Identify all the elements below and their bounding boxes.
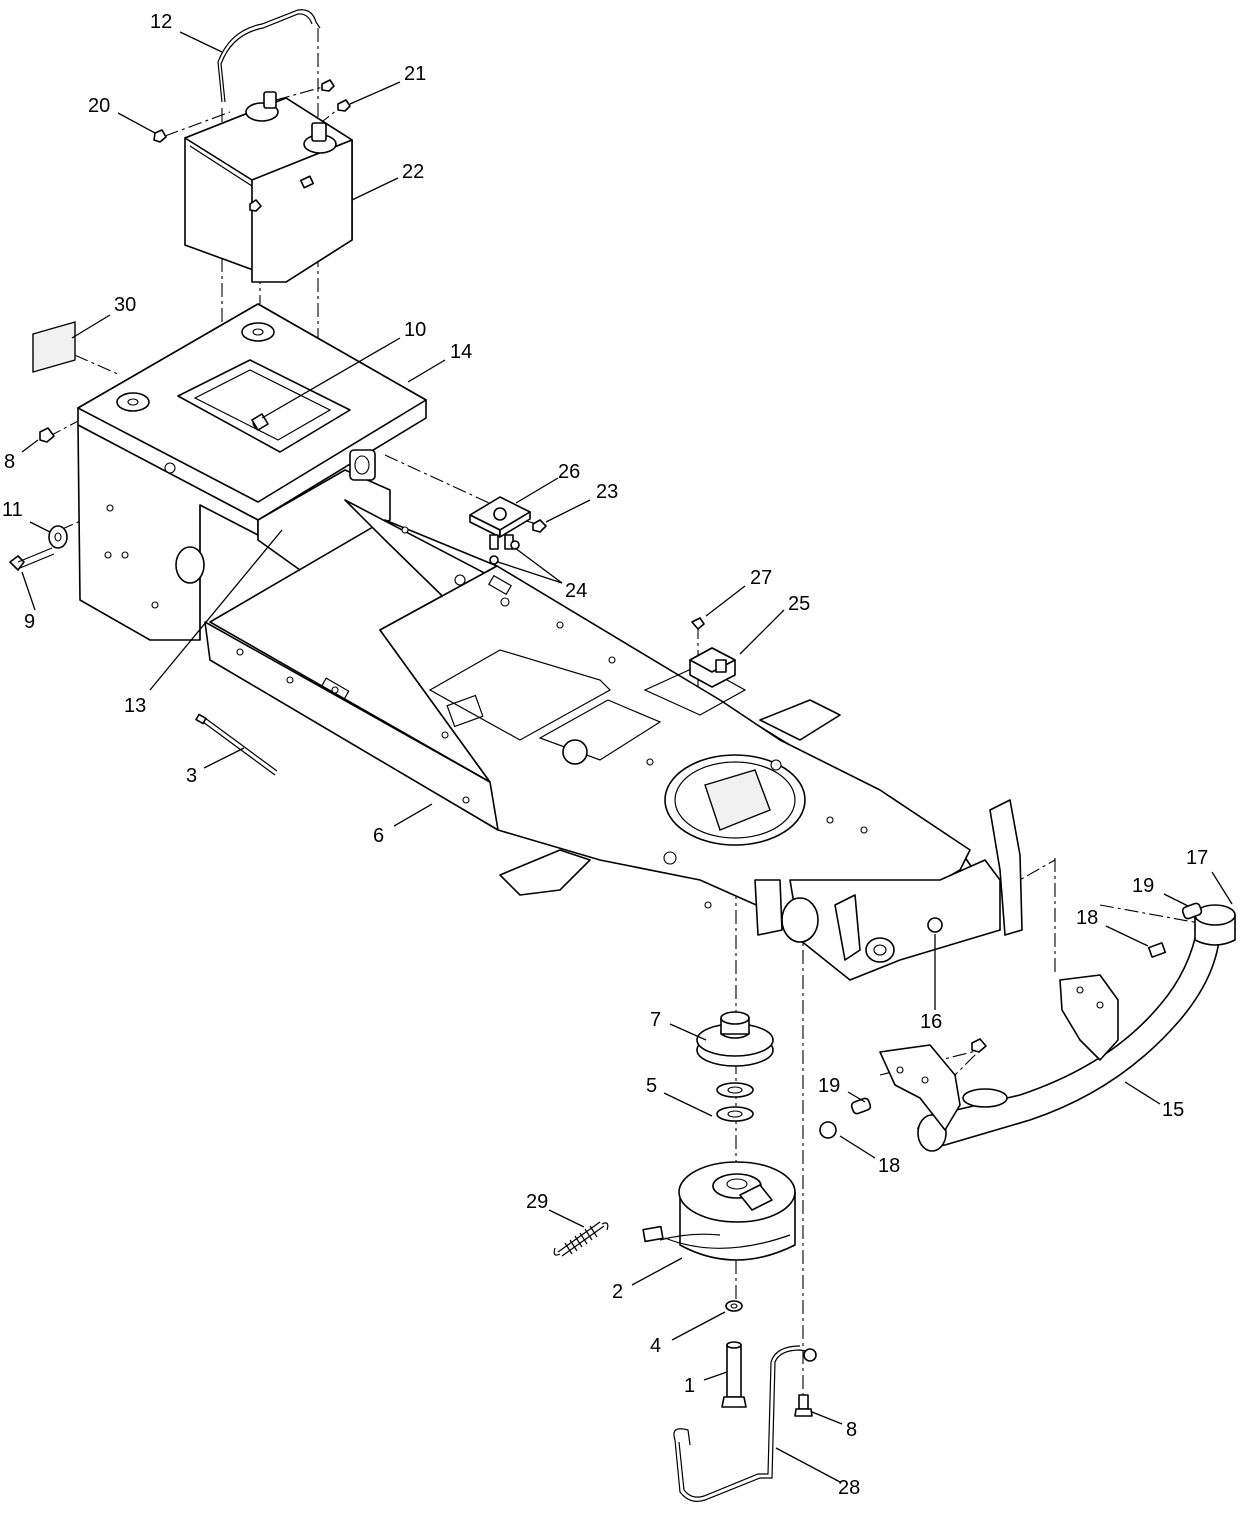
callout-29: 29 [526,1191,548,1213]
main-frame [204,499,1023,981]
callout-30: 30 [114,294,136,316]
electric-clutch [642,1161,796,1261]
bumper-brackets [879,974,1119,1131]
clutch-bolt-assembly [721,1300,747,1408]
battery-box-hardware [251,413,269,431]
callout-5: 5 [646,1075,657,1097]
callout-19-upper: 19 [1132,875,1154,897]
callout-28: 28 [838,1477,860,1499]
callout-3: 3 [186,765,197,787]
battery-tray-mount [77,303,427,641]
callout-4: 4 [650,1335,661,1357]
battery-hold-down-rod [217,9,321,103]
spacer-washers [716,1082,754,1122]
callout-13: 13 [124,695,146,717]
callout-6: 6 [373,825,384,847]
callout-8-upper: 8 [4,451,15,473]
extension-spring [553,1221,609,1257]
callout-21: 21 [404,63,426,85]
callout-labels: 12 21 20 22 30 10 14 8 26 23 11 24 9 27 … [2,11,1208,1499]
callout-9: 9 [24,611,35,633]
ignition-switch [469,496,547,565]
callout-26: 26 [558,461,580,483]
callout-18-upper: 18 [1076,907,1098,929]
callout-23: 23 [596,481,618,503]
callout-24: 24 [565,580,587,602]
callout-20: 20 [88,95,110,117]
callout-15: 15 [1162,1099,1184,1121]
callout-1: 1 [684,1375,695,1397]
callout-17: 17 [1186,847,1208,869]
engine-pulley [696,1011,774,1067]
callout-8-lower: 8 [846,1419,857,1441]
clutch-bracket-rod [673,1345,817,1502]
callout-27: 27 [750,567,772,589]
callout-22: 22 [402,161,424,183]
decal [32,321,76,373]
battery [153,79,353,283]
callout-7: 7 [650,1009,661,1031]
bumper-hardware [819,902,1203,1139]
cable-tie [195,713,278,776]
callout-12: 12 [150,11,172,33]
callout-11: 11 [2,499,23,521]
callout-2: 2 [612,1281,623,1303]
callout-25: 25 [788,593,810,615]
leader-lines [21,31,1233,1483]
callout-18-lower: 18 [878,1155,900,1177]
callout-14: 14 [450,341,472,363]
callout-19-lower: 19 [818,1075,840,1097]
relay [689,617,736,688]
callout-10: 10 [404,319,426,341]
left-fasteners [9,427,68,571]
bracket-bolt [794,1394,813,1417]
callout-16: 16 [920,1011,942,1033]
